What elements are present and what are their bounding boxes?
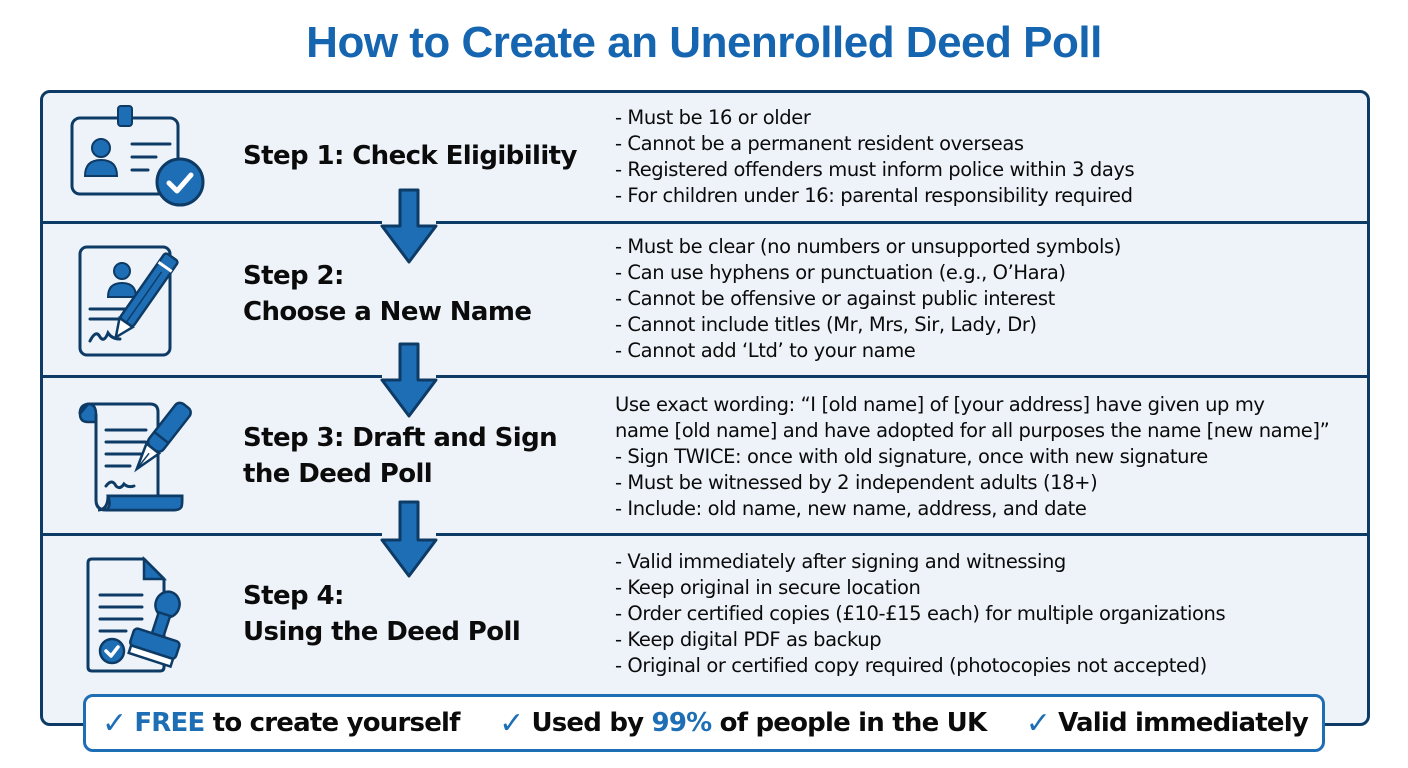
bullet-item: - Must be clear (no numbers or unsupport… [615,235,1121,258]
wording-text: Use exact wording: “I [old name] of [you… [615,393,1265,416]
bullet-item: - Must be witnessed by 2 independent adu… [615,471,1098,494]
benefit-highlight: FREE [134,708,205,738]
wording-text: name [old name] and have adopted for all… [615,419,1330,442]
bullet-item: - Cannot be offensive or against public … [615,287,1055,310]
bullet-item: - Order certified copies (£10-£15 each) … [615,602,1226,625]
step-1-title: Step 1: Check Eligibility [243,138,577,174]
benefit-text: Used by 99% of people in the UK [531,708,988,738]
benefit-lead: Used by [531,708,652,738]
step-1-bullets: - Must be 16 or older - Cannot be a perm… [615,105,1135,209]
benefits-banner: ✓ FREE to create yourself ✓ Used by 99% … [83,694,1325,752]
id-card-check-icon [70,104,210,208]
bullet-item: - Sign TWICE: once with old signature, o… [615,445,1208,468]
step-title-line: Step 3: Draft and Sign [243,423,558,453]
step-2-title: Step 2: Choose a New Name [243,258,532,330]
step-divider [43,533,1367,536]
bullet-item: - Valid immediately after signing and wi… [615,550,1066,573]
benefit-rest: of people in the UK [711,708,988,738]
step-3-title: Step 3: Draft and Sign the Deed Poll [243,420,558,492]
bullet-item: - Cannot be a permanent resident oversea… [615,132,1024,155]
down-arrow-icon [378,500,440,584]
step-3-bullets: Use exact wording: “I [old name] of [you… [615,392,1330,522]
bullet-item: - Include: old name, new name, address, … [615,497,1087,520]
step-title-line: Using the Deed Poll [243,617,521,647]
bullet-item: - Cannot include titles (Mr, Mrs, Sir, L… [615,313,1037,336]
step-title-line: the Deed Poll [243,459,433,489]
bullet-item: - Keep digital PDF as backup [615,628,882,651]
benefit-free: ✓ FREE to create yourself [102,706,460,741]
benefit-valid: ✓ Valid immediately [1025,705,1309,741]
bullet-item: - Must be 16 or older [615,106,811,129]
step-title-line: Step 4: [243,581,344,611]
checkmark-icon: ✓ [1025,705,1051,741]
benefit-text: FREE to create yourself [134,708,461,738]
bullet-item: - Keep original in secure location [615,576,921,599]
step-divider [43,375,1367,378]
down-arrow-icon [378,342,440,424]
document-pencil-icon [76,243,202,359]
page-title: How to Create an Unenrolled Deed Poll [306,18,1102,67]
bullet-item: - Registered offenders must inform polic… [615,158,1135,181]
benefit-usage: ✓ Used by 99% of people in the UK [499,705,988,741]
checkmark-icon: ✓ [499,705,524,741]
down-arrow-icon [378,188,440,270]
benefit-highlight: 99% [651,708,713,738]
step-2-bullets: - Must be clear (no numbers or unsupport… [615,234,1121,364]
step-4-title: Step 4: Using the Deed Poll [243,578,521,650]
steps-panel [40,90,1370,726]
step-title-line: Step 2: [243,261,344,291]
scroll-fountain-pen-icon [74,400,204,516]
step-divider [43,221,1367,224]
bullet-item: - Original or certified copy required (p… [615,654,1207,677]
step-title-line: Choose a New Name [243,297,532,327]
bullet-item: - Cannot add ‘Ltd’ to your name [615,339,916,362]
step-4-bullets: - Valid immediately after signing and wi… [615,549,1226,679]
document-stamp-icon [84,555,194,675]
benefit-rest: to create yourself [204,708,461,738]
step-title-line: Step 1: Check Eligibility [243,141,577,171]
checkmark-icon: ✓ [102,705,127,741]
bullet-item: - For children under 16: parental respon… [615,184,1133,207]
benefit-text: Valid immediately [1058,708,1309,738]
bullet-item: - Can use hyphens or punctuation (e.g., … [615,261,1066,284]
